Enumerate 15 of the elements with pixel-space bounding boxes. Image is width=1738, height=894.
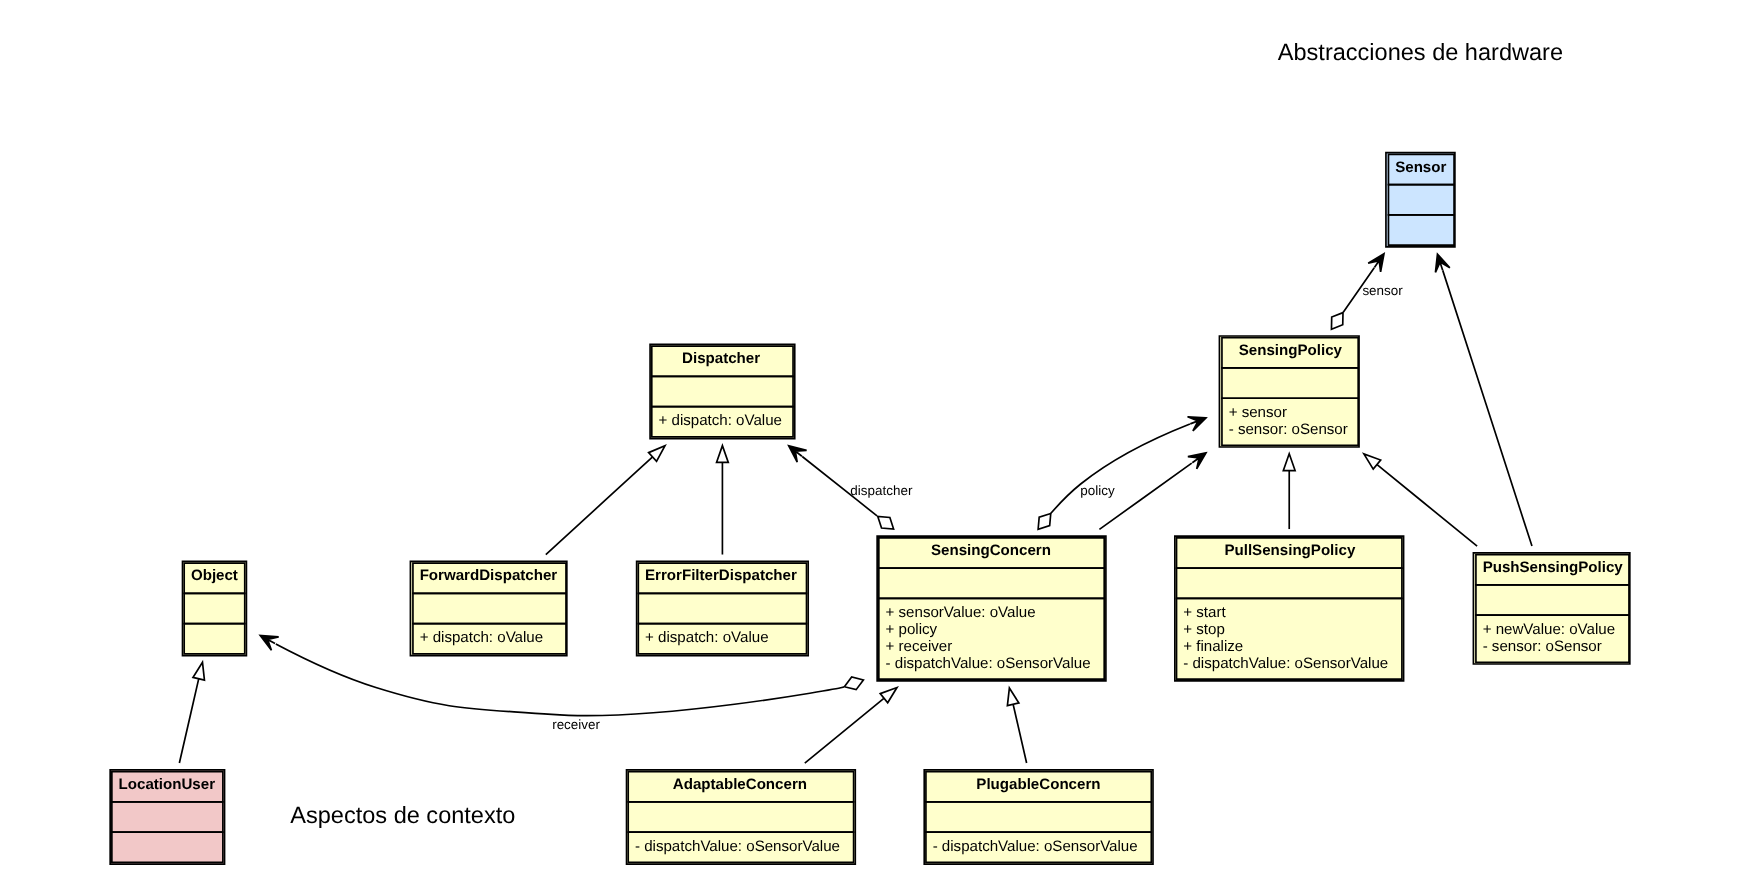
- arrow: [802, 685, 898, 764]
- arrow: [1360, 452, 1477, 547]
- arrow: [1281, 451, 1296, 530]
- arrow: [714, 443, 729, 556]
- arrow: [1005, 685, 1027, 764]
- label: Aspectos de contexto: [289, 803, 515, 830]
- arrow: [1329, 252, 1384, 331]
- arrow: [1433, 253, 1532, 547]
- arrow: [1097, 452, 1206, 531]
- arrow: [786, 445, 894, 530]
- label: Abstracciones de hardware: [1276, 39, 1562, 66]
- arrow: [177, 659, 205, 764]
- arrow: [258, 634, 864, 717]
- arrow: [1036, 415, 1206, 531]
- arrow: [543, 443, 666, 556]
